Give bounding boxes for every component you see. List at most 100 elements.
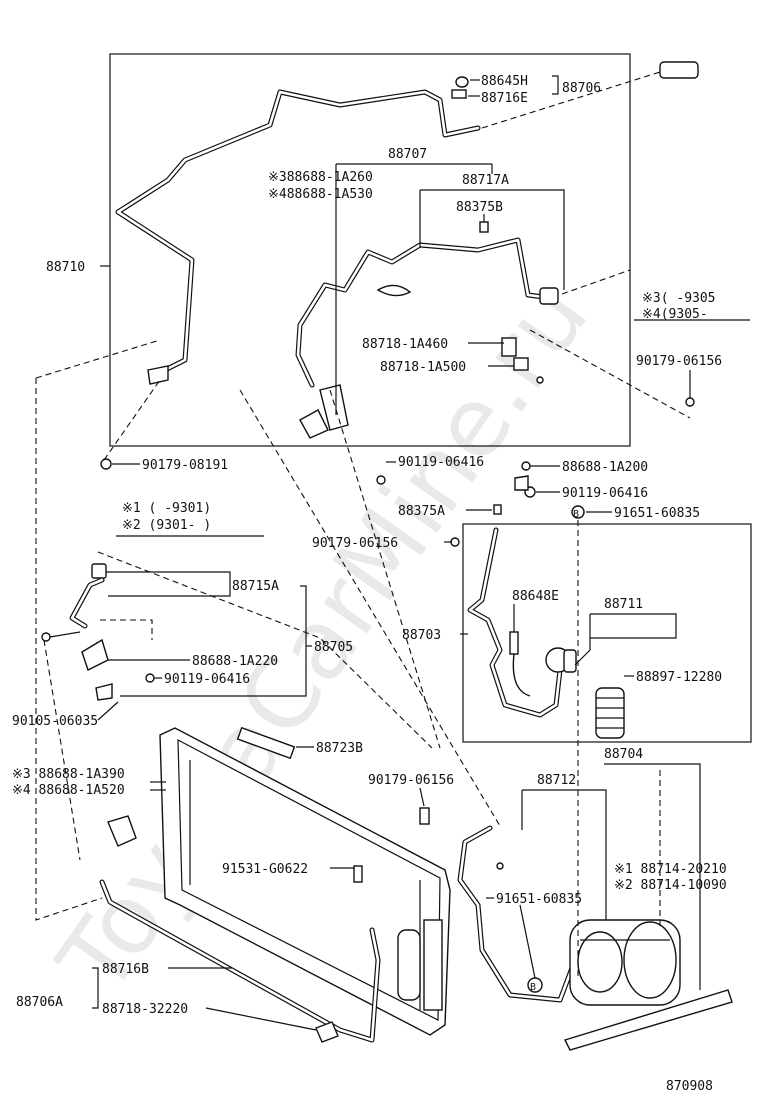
label-90179-06156-b: 90179-06156 [312,536,398,551]
label-88718-32220: 88718-32220 [102,1002,188,1017]
o-ring-88645H [455,76,469,88]
label-88718-1A460: 88718-1A460 [362,337,448,352]
label-90119-06416-c: 90119-06416 [164,672,250,687]
label-90179-08191: 90179-08191 [142,458,228,473]
label-88705: 88705 [314,640,353,655]
label-note-top-4: ※4(9305- [642,307,708,322]
bracket-88718-1A460 [501,337,517,357]
label-note-mid-2: ※2 (9301- ) [122,518,211,533]
guide-left-outer [35,378,103,921]
label-88688-1A530: ※488688-1A530 [268,187,373,202]
circle-b-top [571,505,585,519]
guide-88705-bracket [100,619,153,640]
label-88688-1A390: ※3 88688-1A390 [12,767,125,782]
label-88723B [236,726,296,760]
bracket-lower-mid-upper [319,384,349,431]
guide-right-vertical [529,329,691,419]
label-90119-06416-b: 90119-06416 [562,486,648,501]
nut-90179-08191 [100,458,112,470]
bracket-lower-left-upper [299,409,329,439]
sensor-88648E [509,631,519,655]
pipe-88716B [99,879,381,1043]
clamp-left-upper [147,365,169,385]
guide-diag-center [239,389,501,827]
label-88715A: 88715A [232,579,279,594]
switch-88711-body [563,649,577,673]
bolt-91531-G0622 [353,865,363,883]
label-88703: 88703 [402,628,441,643]
compressor-belt [564,989,733,1051]
fitting-88716E [451,89,467,99]
clamp-upper [376,284,412,297]
receiver-drier [397,929,421,1001]
label-88718-1A500: 88718-1A500 [380,360,466,375]
label-88648E: 88648E [512,589,559,604]
hose-88712 [457,825,583,1003]
bolt-90119-06416-a [376,475,386,485]
fitting-88715A [91,563,107,579]
guide-right-88717A [561,269,631,295]
label-88711: 88711 [604,597,643,612]
label-88723B: 88723B [316,741,363,756]
label-88706: 88706 [562,81,601,96]
connector-top-right [659,61,699,79]
pipe-88717A [295,237,555,388]
bracket-88688-1A220 [81,638,109,671]
label-88714-20210: ※1 88714-20210 [614,862,727,877]
valve-88375A [493,504,502,515]
pipe-88710 [115,89,481,378]
label-88716E: 88716E [481,91,528,106]
label-88375A: 88375A [398,504,445,519]
label-88897-12280: 88897-12280 [636,670,722,685]
label-91651-60835-a: 91651-60835 [614,506,700,521]
label-note-mid-1: ※1 ( -9301) [122,501,211,516]
label-note-top-3: ※3( -9305 [642,291,716,306]
valve-88375B [479,221,489,233]
label-88706A: 88706A [16,995,63,1010]
diagram-code: 870908 [666,1079,713,1094]
guide-left-top [35,339,161,379]
fitting-88717A-end [539,287,559,305]
leader-lines [92,75,750,1031]
circle-b-bottom-letter: B [530,982,536,993]
bolt-small-mid [536,376,544,384]
box-upper-assembly [109,53,631,447]
label-88712: 88712 [537,773,576,788]
bolt-88688-1A200 [521,461,531,471]
pipe-88703 [467,527,563,718]
bolt-90105-06035 [41,632,51,642]
label-88707: 88707 [388,147,427,162]
bolt-90179-06156-c [419,807,430,825]
label-88688-1A200: 88688-1A200 [562,460,648,475]
label-88375B: 88375B [456,200,503,215]
clip-small [514,475,529,491]
compressor-88714 [569,919,681,1006]
wire-88648E [512,653,531,697]
bracket-88718-1A500 [513,357,529,371]
label-90179-06156-c: 90179-06156 [368,773,454,788]
guide-left-nut [103,379,161,461]
guide-top-right [481,71,661,129]
label-90119-06416-a: 90119-06416 [398,455,484,470]
label-88710: 88710 [46,260,85,275]
bolt-90119-06416-c [145,673,155,683]
label-88717A: 88717A [462,173,509,188]
guide-center-88375A [329,389,441,749]
label-91531-G0622: 91531-G0622 [222,862,308,877]
label-90179-06156-a: 90179-06156 [636,354,722,369]
clamp-88718-32220 [315,1021,339,1043]
label-90105-06035: 90105-06035 [12,714,98,729]
box-88703-assembly [462,523,752,743]
label-88704: 88704 [604,747,643,762]
boot-88897-12280 [595,687,625,739]
circle-b-top-letter: B [573,509,579,520]
clip-88705 [95,683,113,701]
drier-bracket [423,919,443,1011]
guide-88705-left [43,639,81,861]
bracket-88688-1A390 [107,815,137,847]
guide-88715A [97,551,433,749]
bolt-90179-06156-b [450,537,460,547]
label-88716B: 88716B [102,962,149,977]
